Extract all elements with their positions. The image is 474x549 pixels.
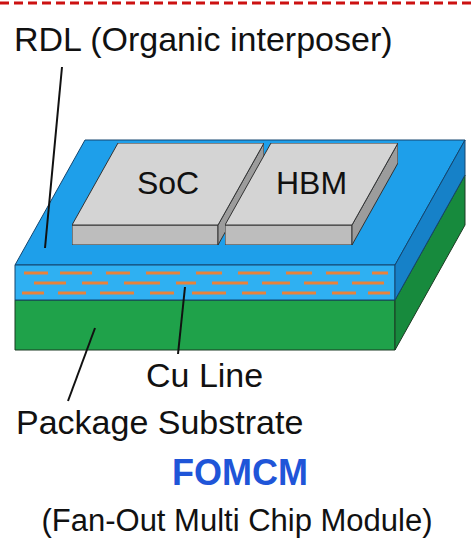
- part-label: RDL (Organic interposer): [14, 20, 393, 59]
- label-box: FOMCM: [172, 452, 308, 493]
- cu-lines: [22, 273, 390, 293]
- part-label: Package Substrate: [16, 403, 303, 442]
- chip-name: SoC: [137, 166, 199, 201]
- label-box: RDL (Organic interposer): [14, 20, 393, 59]
- label-box: Cu Line: [146, 356, 263, 395]
- figure-title: FOMCM: [172, 452, 308, 493]
- part-label: Cu Line: [146, 356, 263, 395]
- chip-name: HBM: [276, 166, 347, 201]
- label-box: Package Substrate: [16, 403, 303, 442]
- top-dashed-border: [0, 2, 474, 5]
- rdl-layer: [15, 140, 465, 300]
- part-label: (Fan-Out Multi Chip Module): [41, 503, 432, 539]
- label-box: (Fan-Out Multi Chip Module): [41, 503, 432, 539]
- chip-die: HBM: [225, 143, 398, 245]
